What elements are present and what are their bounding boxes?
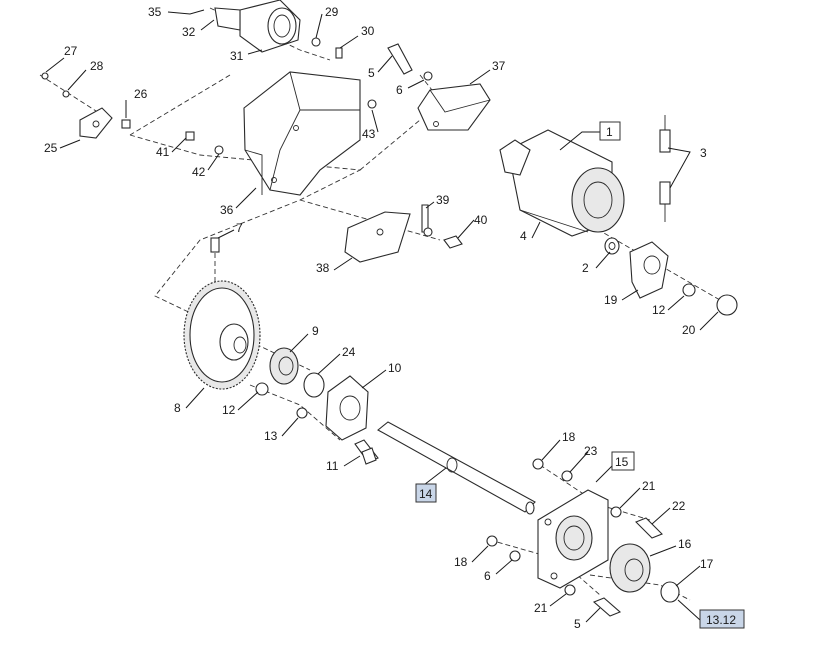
leader-lines [45,9,719,623]
callout-29: 29 [325,5,339,19]
part-nuts-12-13 [255,382,308,419]
callout-26: 26 [134,87,148,101]
part-starter-motor-1 [499,129,625,237]
callout-6-top: 6 [396,83,403,97]
callout-2: 2 [582,261,589,275]
svg-text:15: 15 [615,455,629,469]
callout-17: 17 [700,557,714,571]
callout-43: 43 [362,127,376,141]
boxed-label-14[interactable]: 14 [415,483,437,503]
callout-19: 19 [604,293,618,307]
callout-6-lower: 6 [484,569,491,583]
part-motor-31 [214,0,301,53]
callout-32: 32 [182,25,196,39]
callout-12-top: 12 [652,303,666,317]
callout-labels: 35 32 31 29 30 27 28 26 25 5 6 37 43 41 … [44,5,714,631]
part-washers-18-6-lower [486,535,521,562]
callout-39: 39 [436,193,450,207]
part-bearing-16 [609,543,651,593]
part-washers-18-23 [532,458,573,482]
callout-25: 25 [44,141,58,155]
part-washer-21-bolt-22 [610,506,663,539]
boxed-references: 1 15 14 13.12 [415,121,745,629]
callout-36: 36 [220,203,234,217]
callout-5-lower: 5 [574,617,581,631]
callout-10: 10 [388,361,402,375]
part-bearing-9 [269,347,299,385]
part-cover-36 [243,71,361,196]
part-bolt-11 [354,439,379,465]
part-circlip-24 [303,372,325,398]
callout-23: 23 [584,444,598,458]
part-washer-21-bolt-5-lower [564,584,622,617]
boxed-label-1[interactable]: 1 [599,121,621,141]
callout-30: 30 [361,24,375,38]
callout-40: 40 [474,213,488,227]
part-pins-26-27-28 [41,72,131,129]
callout-4: 4 [520,229,527,243]
callout-18-top: 18 [562,430,576,444]
callout-21-lower: 21 [534,601,548,615]
part-cap-19 [629,241,669,299]
part-housing-15 [537,489,609,589]
part-shaft-14 [377,421,536,515]
callout-37: 37 [492,59,506,73]
callout-12-mid: 12 [222,403,236,417]
svg-text:14: 14 [419,487,433,501]
callout-8: 8 [174,401,181,415]
callout-22: 22 [672,499,686,513]
boxed-label-15[interactable]: 15 [611,451,635,471]
boxed-label-13-12[interactable]: 13.12 [699,609,745,629]
part-brushes-3 [659,115,671,222]
callout-35: 35 [148,5,162,19]
callout-3: 3 [700,146,707,160]
callout-16: 16 [678,537,692,551]
part-flange-10 [325,375,369,441]
part-bolt-5-washer-6-top [387,43,433,81]
part-nut-12-cap-20 [682,283,738,316]
callout-21-top: 21 [642,479,656,493]
callout-42: 42 [192,165,206,179]
part-plate-25 [79,107,113,139]
part-fasteners-29-30 [311,37,343,59]
callout-38: 38 [316,261,330,275]
part-pin-7 [210,237,220,253]
callout-13: 13 [264,429,278,443]
callout-41: 41 [156,145,170,159]
callout-11: 11 [326,459,339,473]
part-bracket-38 [344,204,463,263]
callout-27: 27 [64,44,78,58]
part-bracket-37 [417,83,491,131]
callout-5-top: 5 [368,66,375,80]
callout-7: 7 [236,221,243,235]
callout-28: 28 [90,59,104,73]
svg-text:13.12: 13.12 [706,613,736,627]
callout-9: 9 [312,324,319,338]
part-gear-8 [183,280,261,390]
callout-31: 31 [230,49,244,63]
callout-20: 20 [682,323,696,337]
callout-18-lower: 18 [454,555,468,569]
part-fasteners-41-42-43 [185,99,377,155]
svg-text:1: 1 [606,125,613,139]
part-washer-2 [604,237,620,255]
callout-24: 24 [342,345,356,359]
part-cap-17 [660,581,680,603]
